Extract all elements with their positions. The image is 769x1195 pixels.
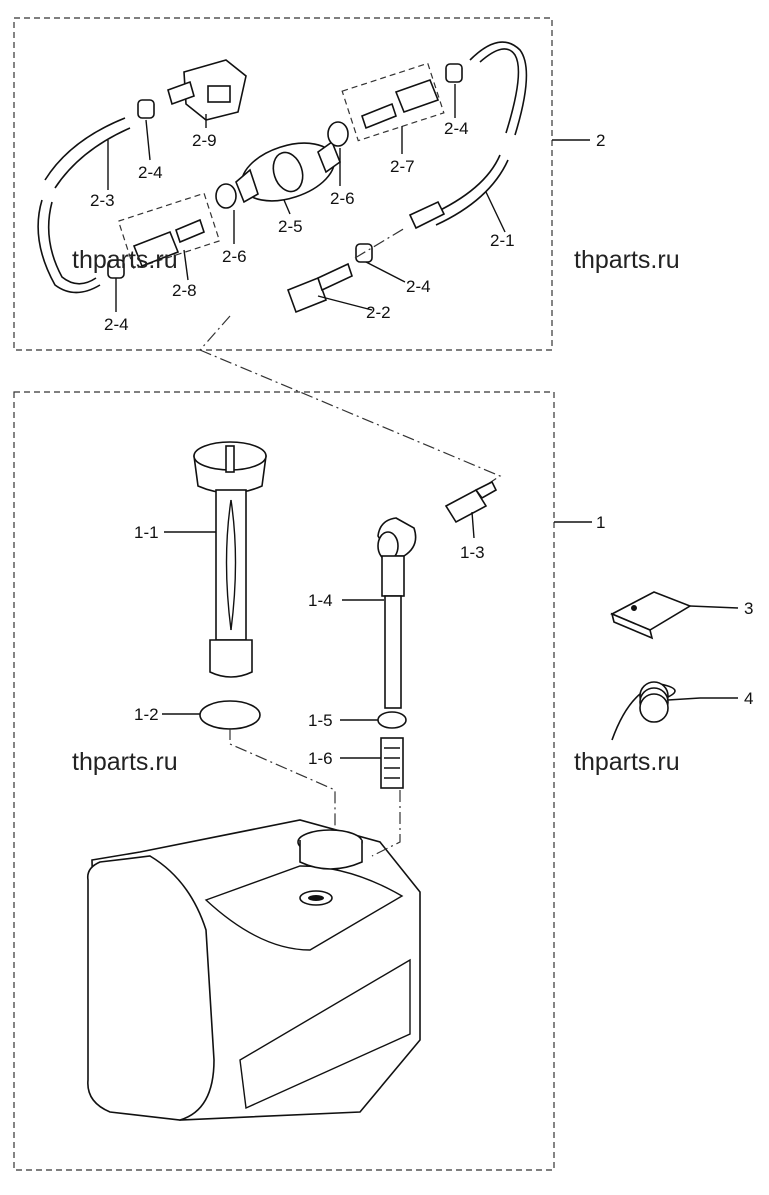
label-2-6-b: 2-6: [330, 189, 355, 208]
fuel-tank: [86, 819, 421, 1121]
label-2-6-a: 2-6: [222, 247, 247, 266]
leader-lines-group-1: [162, 511, 739, 759]
label-2-1: 2-1: [490, 231, 515, 250]
label-2-3: 2-3: [90, 191, 115, 210]
leader-lines-group-2: [107, 84, 590, 312]
label-1-4: 1-4: [308, 591, 333, 610]
watermark-top-right: thparts.ru: [574, 246, 680, 274]
label-2-7: 2-7: [390, 157, 415, 176]
label-1-1: 1-1: [134, 523, 159, 542]
clamp-2-4-a: [137, 99, 155, 119]
spring-4: [611, 681, 701, 741]
pickup-tube-1-4: [377, 517, 417, 709]
label-1-6: 1-6: [308, 749, 333, 768]
watermark-middle-right: thparts.ru: [574, 748, 680, 776]
fuel-gauge-1-1: [193, 441, 267, 678]
fitting-1-3: [444, 480, 498, 524]
connection-line-1-6: [371, 790, 401, 857]
label-1-5: 1-5: [308, 711, 333, 730]
label-2-4-d: 2-4: [406, 277, 431, 296]
clamp-2-4-b: [445, 63, 463, 83]
fitting-2-9: [167, 59, 247, 121]
label-2-2: 2-2: [366, 303, 391, 322]
label-2-4-a: 2-4: [138, 163, 163, 182]
label-4: 4: [744, 689, 753, 708]
label-1-3: 1-3: [460, 543, 485, 562]
group-2-boundary: [13, 17, 553, 351]
label-1-2: 1-2: [134, 705, 159, 724]
connection-line-2b: [354, 227, 406, 259]
hose-2-1: [408, 41, 528, 230]
label-2-4-b: 2-4: [444, 119, 469, 138]
ring-2-6-left: [215, 183, 237, 209]
connection-line-2: [199, 315, 231, 351]
primer-bulb-2-5: [235, 140, 341, 204]
label-group-2: 2: [596, 131, 605, 150]
label-2-8: 2-8: [172, 281, 197, 300]
label-2-4-c: 2-4: [104, 315, 129, 334]
connection-line-2-to-1: [199, 349, 502, 497]
filter-1-6: [380, 737, 404, 789]
connection-line-1-2: [229, 728, 336, 830]
ring-2-6-right: [327, 121, 349, 147]
label-group-1: 1: [596, 513, 605, 532]
clip-3: [610, 591, 692, 640]
group-1-boundary: [13, 391, 555, 1171]
watermark-middle-left: thparts.ru: [72, 748, 178, 776]
connector-2-2: [286, 262, 353, 314]
hose-2-3: [37, 117, 131, 294]
fitting-2-7: [341, 62, 445, 142]
o-ring-1-2: [199, 700, 261, 730]
label-2-5: 2-5: [278, 217, 303, 236]
label-2-9: 2-9: [192, 131, 217, 150]
watermark-top-left: thparts.ru: [72, 246, 178, 274]
o-ring-1-5: [377, 711, 407, 729]
label-3: 3: [744, 599, 753, 618]
fitting-2-8: [117, 192, 221, 270]
